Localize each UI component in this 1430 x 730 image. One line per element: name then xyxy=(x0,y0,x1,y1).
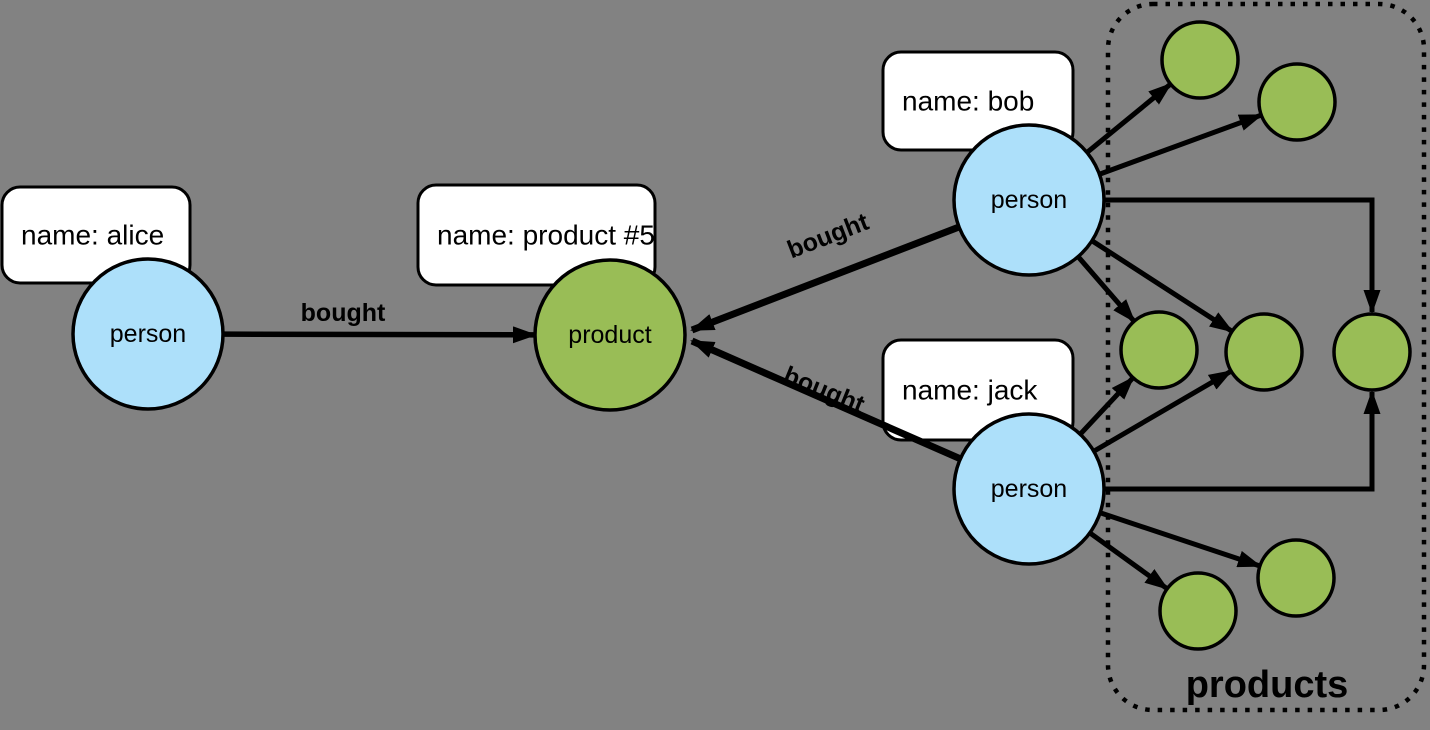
product5-name-text: name: product #5 xyxy=(437,220,655,251)
products-cluster-label: products xyxy=(1186,664,1349,706)
node-g4 xyxy=(1224,312,1304,392)
node-bob-label: person xyxy=(991,186,1067,214)
edge-bob-g4 xyxy=(1090,238,1234,334)
edge-bob-g5 xyxy=(1104,197,1381,314)
edge-jack-g4 xyxy=(1092,368,1233,454)
edge-jack-g3 xyxy=(1078,376,1135,436)
node-alice xyxy=(71,257,225,411)
node-jack xyxy=(952,412,1106,566)
edge-bob-g3 xyxy=(1076,255,1137,323)
node-g3 xyxy=(1119,310,1199,390)
node-product5-label: product xyxy=(568,321,651,349)
edge-jack-g5 xyxy=(1104,390,1381,492)
edge-alice-product5 xyxy=(222,326,538,344)
node-jack-label: person xyxy=(991,475,1067,503)
bob-name-text: name: bob xyxy=(902,86,1034,117)
node-product5 xyxy=(533,258,687,412)
edge-label-bought: bought xyxy=(301,299,386,327)
node-g7 xyxy=(1256,538,1336,618)
edge-jack-product5 xyxy=(690,337,962,463)
node-alice-label: person xyxy=(110,320,186,348)
edge-jack-g7 xyxy=(1099,510,1262,569)
jack-name-text: name: jack xyxy=(902,375,1038,406)
node-g2 xyxy=(1257,62,1337,142)
edge-bob-g2 xyxy=(1098,112,1264,177)
edge-jack-g6 xyxy=(1088,530,1169,591)
edge-label-bought: bought xyxy=(783,208,873,265)
alice-name-text: name: alice xyxy=(21,220,164,251)
node-bob xyxy=(952,123,1106,277)
node-g6 xyxy=(1158,571,1238,651)
edge-bob-g1 xyxy=(1085,82,1173,155)
node-g5 xyxy=(1332,312,1412,392)
products-cluster-boundary xyxy=(1105,1,1427,713)
edge-bob-product5 xyxy=(690,223,961,334)
node-g1 xyxy=(1160,20,1240,100)
edge-label-bought: bought xyxy=(779,361,869,419)
